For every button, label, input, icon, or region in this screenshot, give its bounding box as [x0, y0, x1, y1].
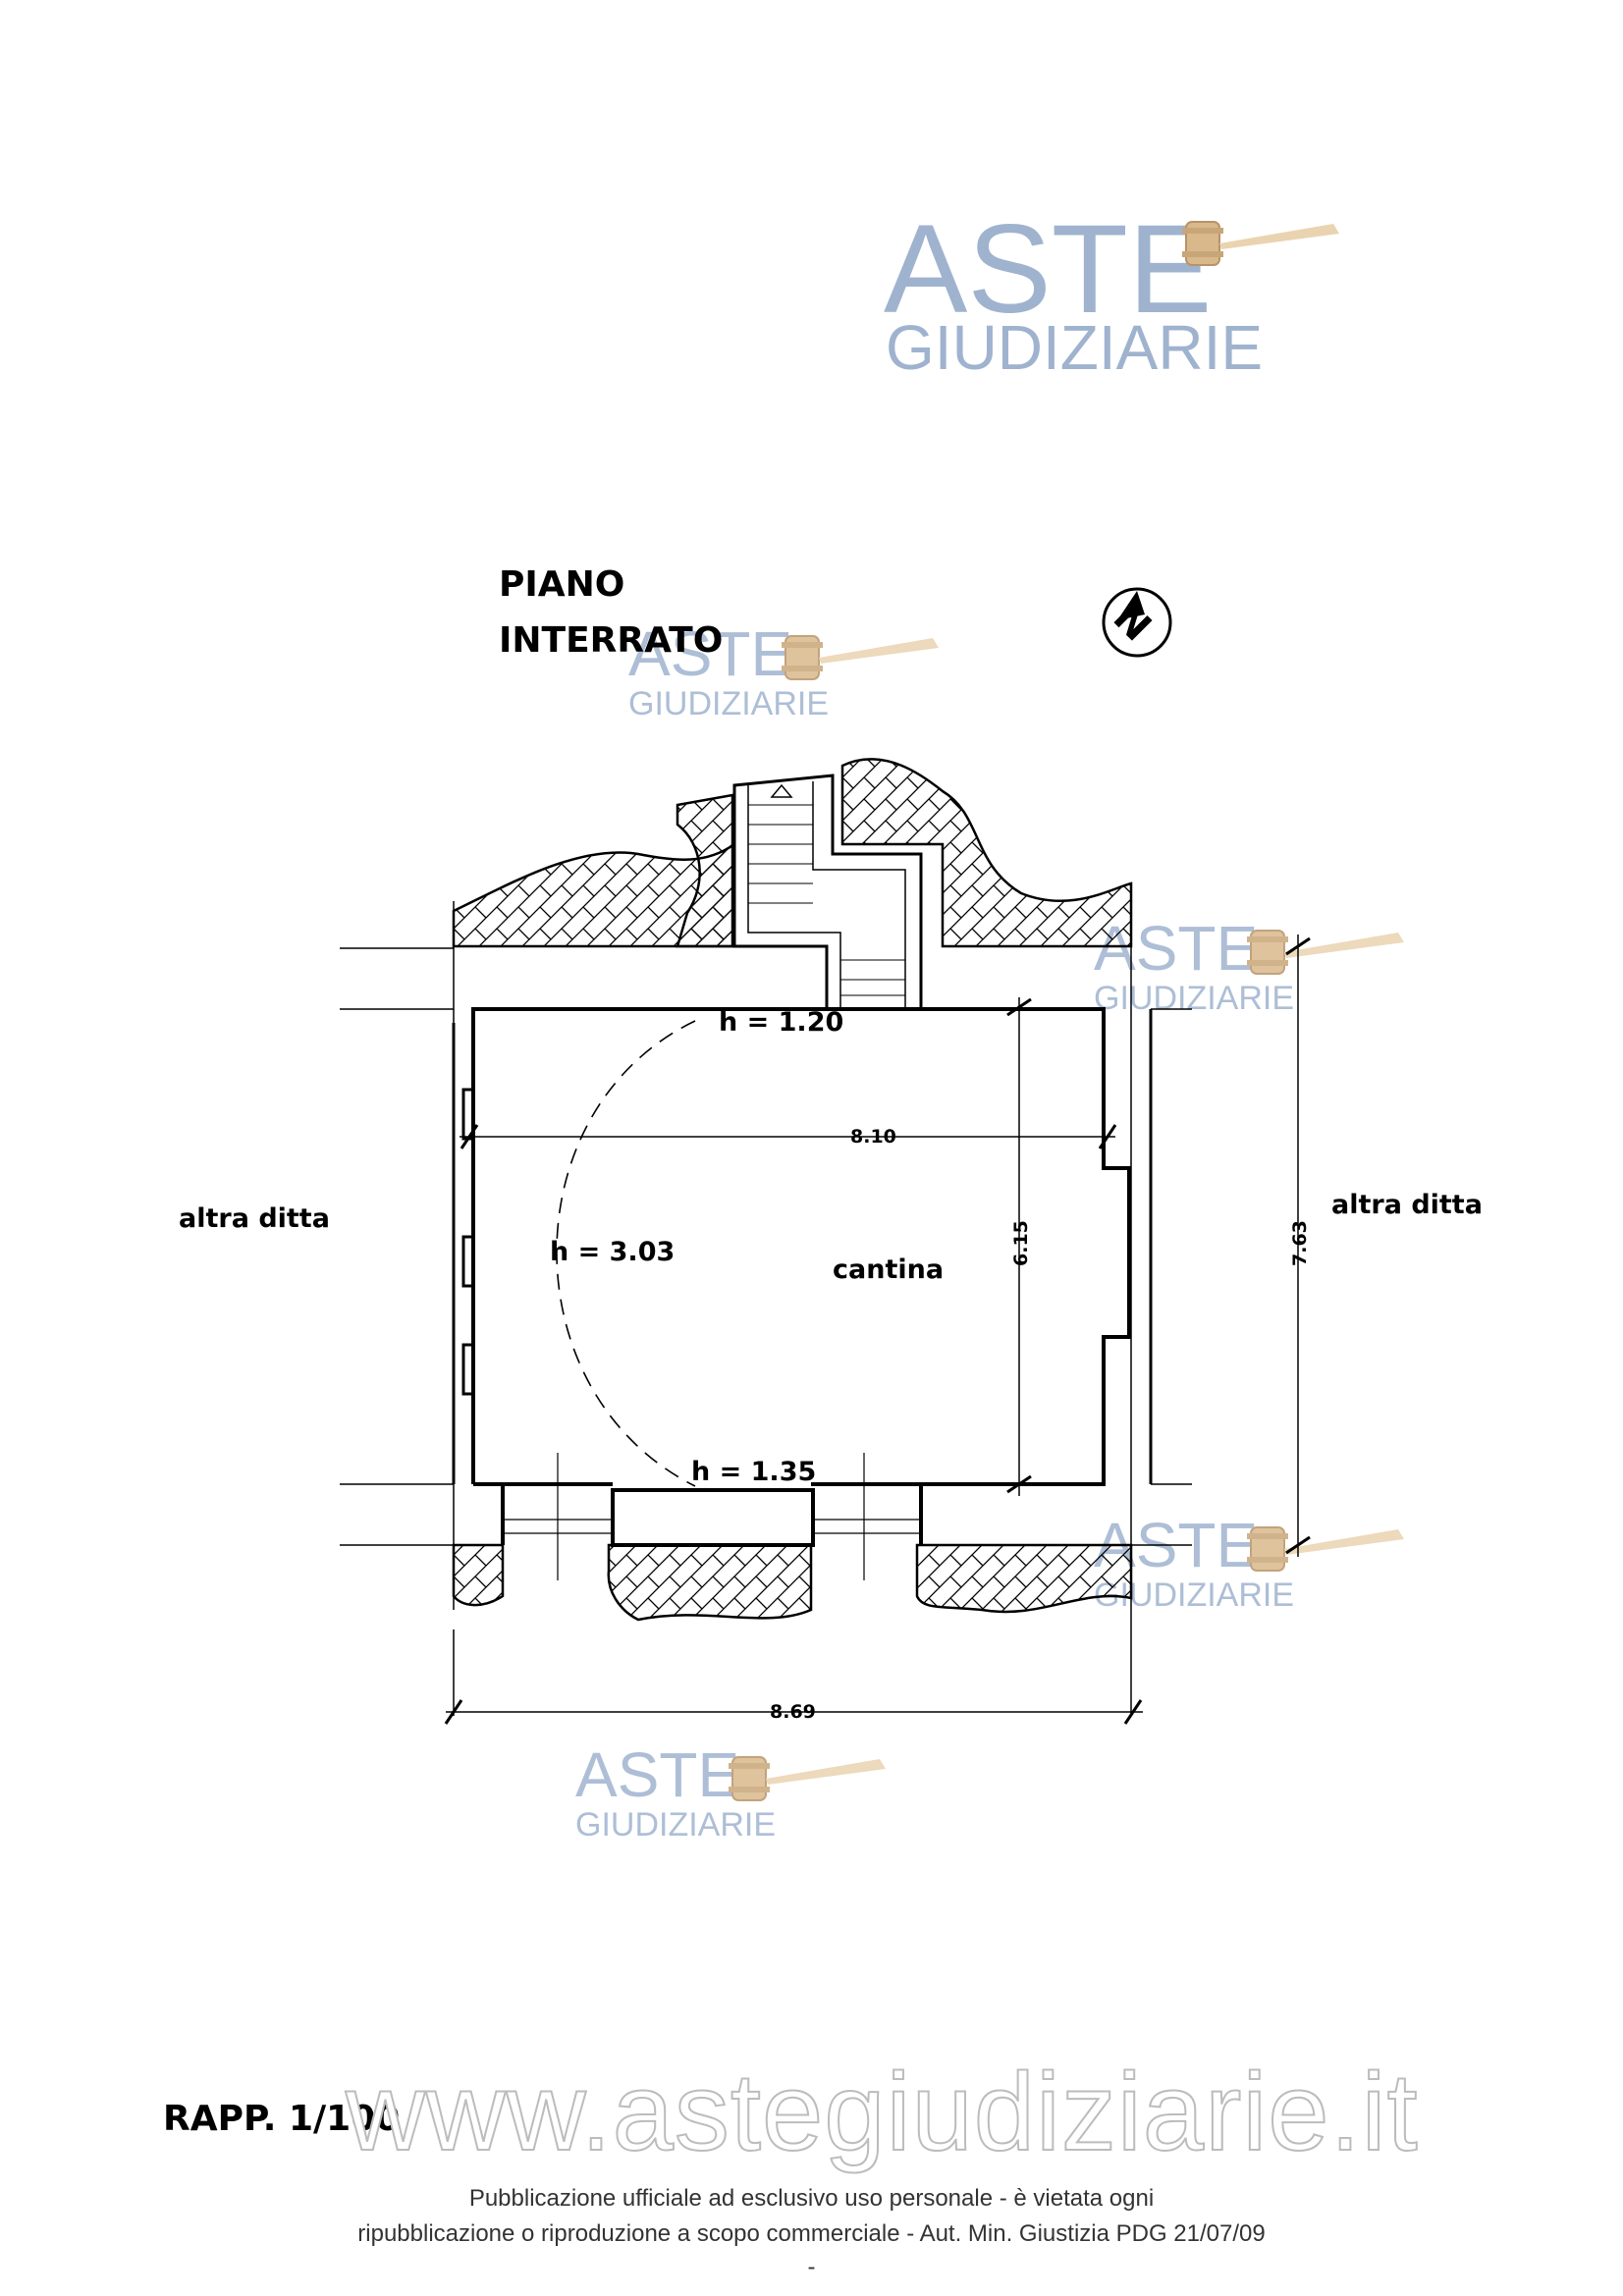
room-label-cantina: cantina — [833, 1255, 944, 1285]
north-arrow-icon: N — [1102, 587, 1172, 658]
neighbor-walls — [340, 883, 1192, 1629]
plan-title-line2: INTERRATO — [499, 620, 723, 661]
dim-outer-depth — [1285, 934, 1311, 1557]
watermark-logo-small: ASTE GIUDIZIARIE — [1094, 1510, 1405, 1614]
svg-text:GIUDIZIARIE: GIUDIZIARIE — [1094, 980, 1294, 1017]
dim-inner-width — [460, 1124, 1117, 1149]
neighbor-label-left: altra ditta — [179, 1203, 330, 1234]
svg-text:ASTE: ASTE — [884, 199, 1212, 340]
svg-text:ASTE: ASTE — [628, 618, 792, 689]
svg-text:ASTE: ASTE — [575, 1739, 739, 1810]
footer-line1: Pubblicazione ufficiale ad esclusivo uso… — [468, 2185, 1155, 2212]
openings-bottom — [503, 1453, 921, 1580]
footer-line3: - — [807, 2254, 816, 2280]
watermark-logo-small: ASTE GIUDIZIARIE — [575, 1739, 887, 1843]
gavel-icon — [781, 635, 940, 680]
dim-outer-depth-label: 7.63 — [1289, 1220, 1311, 1266]
svg-text:GIUDIZIARIE: GIUDIZIARIE — [575, 1806, 776, 1843]
earth-hatch-top — [452, 758, 1133, 948]
cantina-walls — [461, 1007, 1131, 1547]
svg-text:GIUDIZIARIE: GIUDIZIARIE — [886, 312, 1263, 383]
dim-outer-width — [444, 1629, 1143, 1725]
height-label-top: h = 1.20 — [719, 1007, 843, 1038]
gavel-icon — [1181, 221, 1340, 266]
watermark-url: www.astegiudiziarie.it — [345, 2051, 1419, 2173]
earth-hatch-bottom — [452, 1543, 1133, 1622]
vault-arc — [556, 1020, 696, 1487]
neighbor-label-right: altra ditta — [1331, 1190, 1483, 1220]
dim-inner-depth-label: 6.15 — [1010, 1220, 1032, 1266]
gavel-icon — [1246, 1526, 1405, 1572]
plan-title-line1: PIANO — [499, 564, 624, 605]
watermark-logo-small: ASTE GIUDIZIARIE — [1094, 913, 1405, 1017]
footer-line2: ripubblicazione o riproduzione a scopo c… — [357, 2220, 1266, 2247]
watermark-logo-small: ASTE GIUDIZIARIE — [628, 618, 940, 722]
dim-outer-width-label: 8.69 — [770, 1701, 816, 1723]
height-label-arc: h = 3.03 — [550, 1237, 675, 1267]
gavel-icon — [728, 1756, 887, 1801]
height-label-bottom: h = 1.35 — [691, 1457, 816, 1487]
scale-label: RAPP. 1/100 — [163, 2099, 400, 2139]
dim-inner-depth — [1006, 997, 1032, 1496]
watermark-logo-top: ASTE GIUDIZIARIE — [884, 199, 1340, 383]
dim-inner-width-label: 8.10 — [850, 1126, 896, 1148]
gavel-icon — [1246, 930, 1405, 975]
svg-text:GIUDIZIARIE: GIUDIZIARIE — [628, 685, 829, 722]
